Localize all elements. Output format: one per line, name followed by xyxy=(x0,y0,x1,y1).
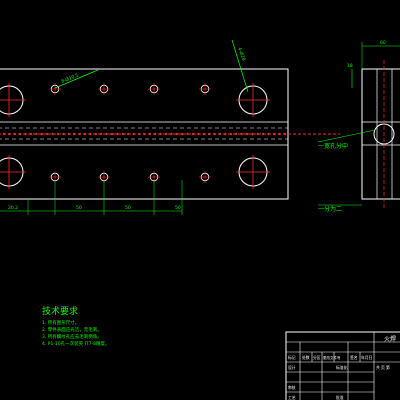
centerline-dot xyxy=(251,132,254,136)
notes-title: 技术要求 xyxy=(42,305,78,317)
small-hole xyxy=(49,83,61,95)
tb-r1-4: 签名 xyxy=(350,355,358,360)
centerline-dot xyxy=(154,132,157,136)
tb-r1-5: 年月日 xyxy=(361,355,373,360)
centerline-dot xyxy=(2,132,6,136)
centerline-dot xyxy=(143,132,146,136)
centerline-dot xyxy=(116,132,119,136)
centerline-dot xyxy=(73,132,76,136)
centerline-dot xyxy=(13,132,16,136)
centerline-dot xyxy=(202,132,205,136)
leader-center-note xyxy=(317,129,376,143)
dim-bottom-2: 50 xyxy=(125,205,131,211)
centerline-dot xyxy=(272,132,276,136)
title-block xyxy=(285,331,400,400)
centerline-dot xyxy=(148,132,151,136)
notes-line-1: 1. 所有图形尺寸。 xyxy=(42,319,79,326)
centerline-dot xyxy=(218,132,222,136)
centerline-dot xyxy=(245,132,249,136)
small-hole xyxy=(98,83,110,95)
tb-r2-0: 设计 xyxy=(288,365,296,370)
centerline-dot xyxy=(78,132,81,136)
centerline-dot xyxy=(278,132,281,136)
dim-big-holes: 4-Ø28 xyxy=(236,46,247,61)
centerline-dot xyxy=(262,132,265,136)
centerline-dot xyxy=(175,132,178,136)
centerline-dot xyxy=(267,132,270,136)
big-hole-br xyxy=(236,155,270,189)
centerline-dot xyxy=(56,132,60,136)
dim-top-right-text: 60 xyxy=(380,40,386,46)
title-name: 火焊 xyxy=(384,335,396,343)
small-hole xyxy=(199,83,211,95)
centerline-dot xyxy=(213,132,216,136)
centerline-dot xyxy=(159,132,162,136)
centerline-dot xyxy=(164,132,168,136)
note-center: 一宽孔分中 xyxy=(318,142,348,150)
centerline-dot xyxy=(29,132,33,136)
centerline-dot xyxy=(283,132,286,136)
tb-r3-0: 审核 xyxy=(288,385,296,390)
small-hole xyxy=(148,83,160,95)
centerline-dot xyxy=(170,132,173,136)
centerline-dot xyxy=(67,132,70,136)
small-hole-row xyxy=(2,132,286,136)
centerline-dot xyxy=(46,132,49,136)
centerline-dot xyxy=(35,132,38,136)
dim-side-text: 18 xyxy=(347,63,353,69)
centerline-dot xyxy=(229,132,232,136)
small-hole xyxy=(199,171,211,183)
centerline-dot xyxy=(208,132,211,136)
centerline-dot xyxy=(197,132,200,136)
centerline-dot xyxy=(51,132,54,136)
centerline-dot xyxy=(105,132,108,136)
leader-big-hole xyxy=(231,39,249,93)
centerline-dot xyxy=(24,132,27,136)
plate-outline-right xyxy=(361,68,400,200)
centerline-dot xyxy=(121,132,124,136)
centerline-dot xyxy=(256,132,259,136)
big-hole-tr xyxy=(236,83,270,117)
centerline-dot xyxy=(137,132,141,136)
centerline-dot xyxy=(8,132,11,136)
tb-r1-3: 更改文件号 xyxy=(323,355,341,360)
dim-bottom-0: 20.2 xyxy=(8,205,18,211)
leader-small-hole xyxy=(54,69,99,89)
notes-line-2: 2. 零件表面应光洁，无毛刺。 xyxy=(42,326,102,333)
big-hole-bl xyxy=(0,155,26,189)
centerline-dot xyxy=(127,132,130,136)
tb-r1-2: 分区 xyxy=(313,355,321,360)
notes-line-3: 3. 所有螺纹孔应去毛刺倒角。 xyxy=(42,333,102,340)
centerline-dot xyxy=(235,132,238,136)
centerline-dot xyxy=(110,132,114,136)
tb-r1-0: 标记 xyxy=(288,355,296,360)
centerline-dot xyxy=(40,132,43,136)
dim-small-holes: 8-Ø10.5 xyxy=(60,72,79,85)
centerline-dot xyxy=(191,132,195,136)
tb-right-label: 共 页 第 xyxy=(376,365,390,370)
centerline-dot xyxy=(181,132,184,136)
centerline-dot xyxy=(132,132,135,136)
centerline-dot xyxy=(240,132,243,136)
big-hole-tl xyxy=(0,83,26,117)
centerline-dot xyxy=(100,132,103,136)
tb-r1-1: 处数 xyxy=(302,355,310,360)
centerline-dot xyxy=(186,132,189,136)
tb-r2-2: 标准化 xyxy=(336,365,348,370)
centerline-dot xyxy=(19,132,22,136)
notes-line-4: 4. P1-10孔一次装夹 IT7-8精度。 xyxy=(42,340,110,347)
small-holes xyxy=(49,83,211,183)
dim-bottom-1: 50 xyxy=(76,205,82,211)
centerline-dot xyxy=(62,132,65,136)
centerline-dot xyxy=(94,132,97,136)
centerline-dot xyxy=(89,132,92,136)
dim-bottom-3: 50 xyxy=(175,205,181,211)
tb-r4-0: 工艺 xyxy=(288,395,296,400)
centerline-dot xyxy=(224,132,227,136)
note-bottom: 一分为二 xyxy=(318,205,342,213)
centerline-dot xyxy=(83,132,87,136)
tb-r4-2: 批准 xyxy=(336,395,344,400)
